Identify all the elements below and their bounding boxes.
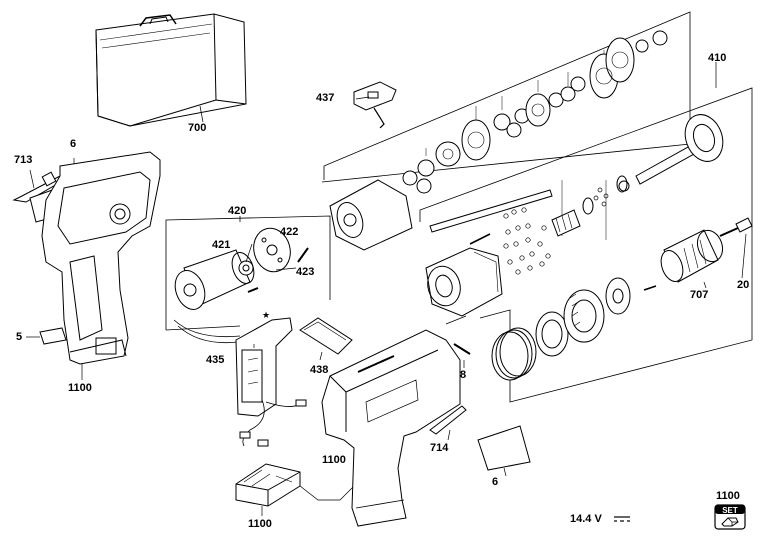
- part-label-713: 713: [14, 154, 33, 166]
- gearbox-bracket: [321, 11, 753, 403]
- part-label-422: 422: [280, 226, 299, 238]
- part-label-20: 20: [737, 279, 750, 291]
- part-label-410: 410: [708, 52, 727, 64]
- gear-train-drawing: [402, 30, 668, 194]
- part-label-707: 707: [690, 289, 709, 301]
- voltage-rating: 14.4 V: [570, 513, 602, 525]
- screw-motor: [247, 287, 259, 293]
- spindle-drawing: [618, 114, 724, 192]
- clutch-balls-drawing: [503, 187, 609, 275]
- motor-group-bracket: [165, 215, 331, 331]
- screw-423: [297, 247, 309, 263]
- screw-8: [453, 343, 471, 355]
- part-label-437: 437: [316, 92, 335, 104]
- part-label-1100-housing: 1100: [322, 454, 346, 466]
- part-label-5: 5: [16, 331, 23, 343]
- screw-20: [719, 217, 753, 237]
- part-label-700: 700: [188, 122, 207, 134]
- slider-438-drawing: [299, 317, 353, 355]
- part-label-421: 421: [212, 239, 231, 251]
- part-label-8: 8: [460, 369, 467, 381]
- battery-terminal-drawing: [235, 463, 301, 507]
- leader-lines: [245, 62, 747, 477]
- gear-housing-drawing: [329, 179, 413, 251]
- clutch-spring-drawing: [469, 175, 628, 245]
- switch-435-drawing: [235, 317, 307, 447]
- part-label-438: 438: [310, 364, 329, 376]
- part-label-6-right: 6: [492, 476, 499, 488]
- part-label-420: 420: [228, 205, 247, 217]
- label-plate-6b: [477, 425, 531, 471]
- set-badge-text: SET: [722, 506, 738, 515]
- part-label-1100: 1100: [68, 382, 92, 394]
- housing-half-left-drawing: [41, 151, 161, 380]
- motor-drawing: [173, 249, 255, 343]
- svg-text:★: ★: [262, 310, 270, 320]
- pinion-421: [238, 260, 254, 276]
- dc-voltage-icon: [614, 516, 630, 522]
- chuck-707-drawing: [660, 229, 724, 283]
- part-label-423: 423: [296, 266, 315, 278]
- part-label-6: 6: [70, 138, 77, 150]
- part-label-1100-set: 1100: [716, 490, 740, 502]
- label-plate-5: [39, 327, 67, 345]
- motor-plate-422: [253, 227, 291, 273]
- clutch-rings-drawing: [491, 277, 657, 381]
- housing-half-right-drawing: [321, 329, 461, 527]
- carry-case-drawing: [95, 13, 247, 127]
- guide-rod-drawing: [429, 189, 553, 233]
- part-label-435: 435: [206, 354, 225, 366]
- bit-713-drawing: [12, 169, 65, 203]
- switch-cover-437-drawing: [353, 81, 397, 129]
- part-label-714: 714: [430, 442, 449, 454]
- set-box-icon: SET: [714, 504, 746, 530]
- front-gear-housing-drawing: [425, 247, 503, 317]
- part-label-1100-battery: 1100: [248, 518, 272, 530]
- bit-714-drawing: [429, 405, 467, 435]
